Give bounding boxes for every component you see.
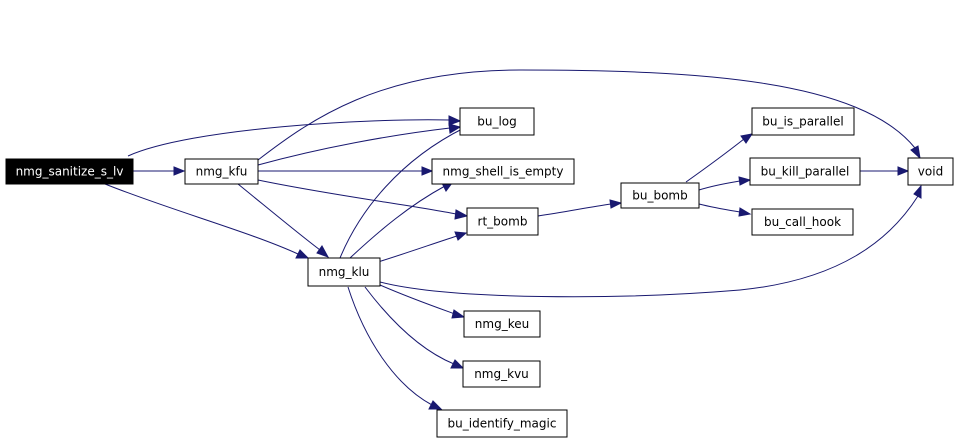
node-label: bu_is_parallel xyxy=(762,115,843,129)
node-bu-is-parallel[interactable]: bu_is_parallel xyxy=(751,107,855,136)
edge-bu-bomb-to-kill-parallel xyxy=(698,176,752,191)
edge-rt-bomb-to-bu-bomb xyxy=(537,199,623,217)
edge-sanitize-to-void xyxy=(257,69,921,161)
edge-kfu-to-rt-bomb xyxy=(257,179,469,220)
edge-bu-bomb-to-call-hook xyxy=(698,203,752,217)
node-bu-call-hook[interactable]: bu_call_hook xyxy=(751,208,854,236)
node-label: nmg_kfu xyxy=(196,165,248,179)
node-label: rt_bomb xyxy=(478,215,528,229)
node-rt-bomb[interactable]: rt_bomb xyxy=(466,207,539,236)
node-label: nmg_shell_is_empty xyxy=(443,165,564,179)
edge-klu-to-shell-empty xyxy=(349,182,453,259)
node-label: bu_bomb xyxy=(632,189,688,203)
node-nmg-keu[interactable]: nmg_keu xyxy=(463,310,541,338)
node-label: bu_kill_parallel xyxy=(761,165,850,179)
node-nmg-kfu[interactable]: nmg_kfu xyxy=(184,158,259,185)
node-label: bu_call_hook xyxy=(764,215,841,229)
edge-sanitize-to-bu-log xyxy=(127,115,462,157)
node-void[interactable]: void xyxy=(907,157,954,186)
node-nmg-sanitize-s-lv[interactable]: nmg_sanitize_s_lv xyxy=(5,158,134,185)
edge-sanitize-to-klu xyxy=(104,183,310,259)
edge-bu-bomb-to-is-parallel xyxy=(685,133,754,183)
edge-klu-to-keu xyxy=(379,284,466,319)
nodes: nmg_sanitize_s_lv nmg_kfu nmg_klu bu_log… xyxy=(5,107,954,438)
edge-klu-to-kvu xyxy=(364,286,465,369)
node-bu-identify-magic[interactable]: bu_identify_magic xyxy=(436,409,568,438)
node-nmg-kvu[interactable]: nmg_kvu xyxy=(462,360,541,388)
node-nmg-klu[interactable]: nmg_klu xyxy=(307,257,381,287)
node-label: bu_log xyxy=(477,115,517,129)
edge-kfu-to-bu-log xyxy=(257,123,462,166)
edges xyxy=(104,69,922,410)
node-label: nmg_klu xyxy=(319,265,370,279)
node-bu-log[interactable]: bu_log xyxy=(459,107,535,136)
edge-klu-to-rt-bomb xyxy=(377,231,468,263)
edge-kfu-to-klu xyxy=(237,183,330,258)
node-label: void xyxy=(918,165,943,179)
node-bu-kill-parallel[interactable]: bu_kill_parallel xyxy=(749,157,861,186)
edge-kill-parallel-to-void xyxy=(860,166,910,176)
edge-sanitize-to-kfu xyxy=(133,166,186,176)
edge-kfu-to-shell-empty xyxy=(258,166,434,176)
edge-klu-to-identify-magic xyxy=(347,286,443,410)
node-nmg-shell-is-empty[interactable]: nmg_shell_is_empty xyxy=(431,158,575,185)
edge-klu-to-void xyxy=(379,184,922,298)
node-label: nmg_sanitize_s_lv xyxy=(16,165,124,179)
node-label: nmg_keu xyxy=(475,317,529,331)
node-bu-bomb[interactable]: bu_bomb xyxy=(620,182,700,209)
node-label: bu_identify_magic xyxy=(448,417,557,431)
node-label: nmg_kvu xyxy=(474,367,529,381)
